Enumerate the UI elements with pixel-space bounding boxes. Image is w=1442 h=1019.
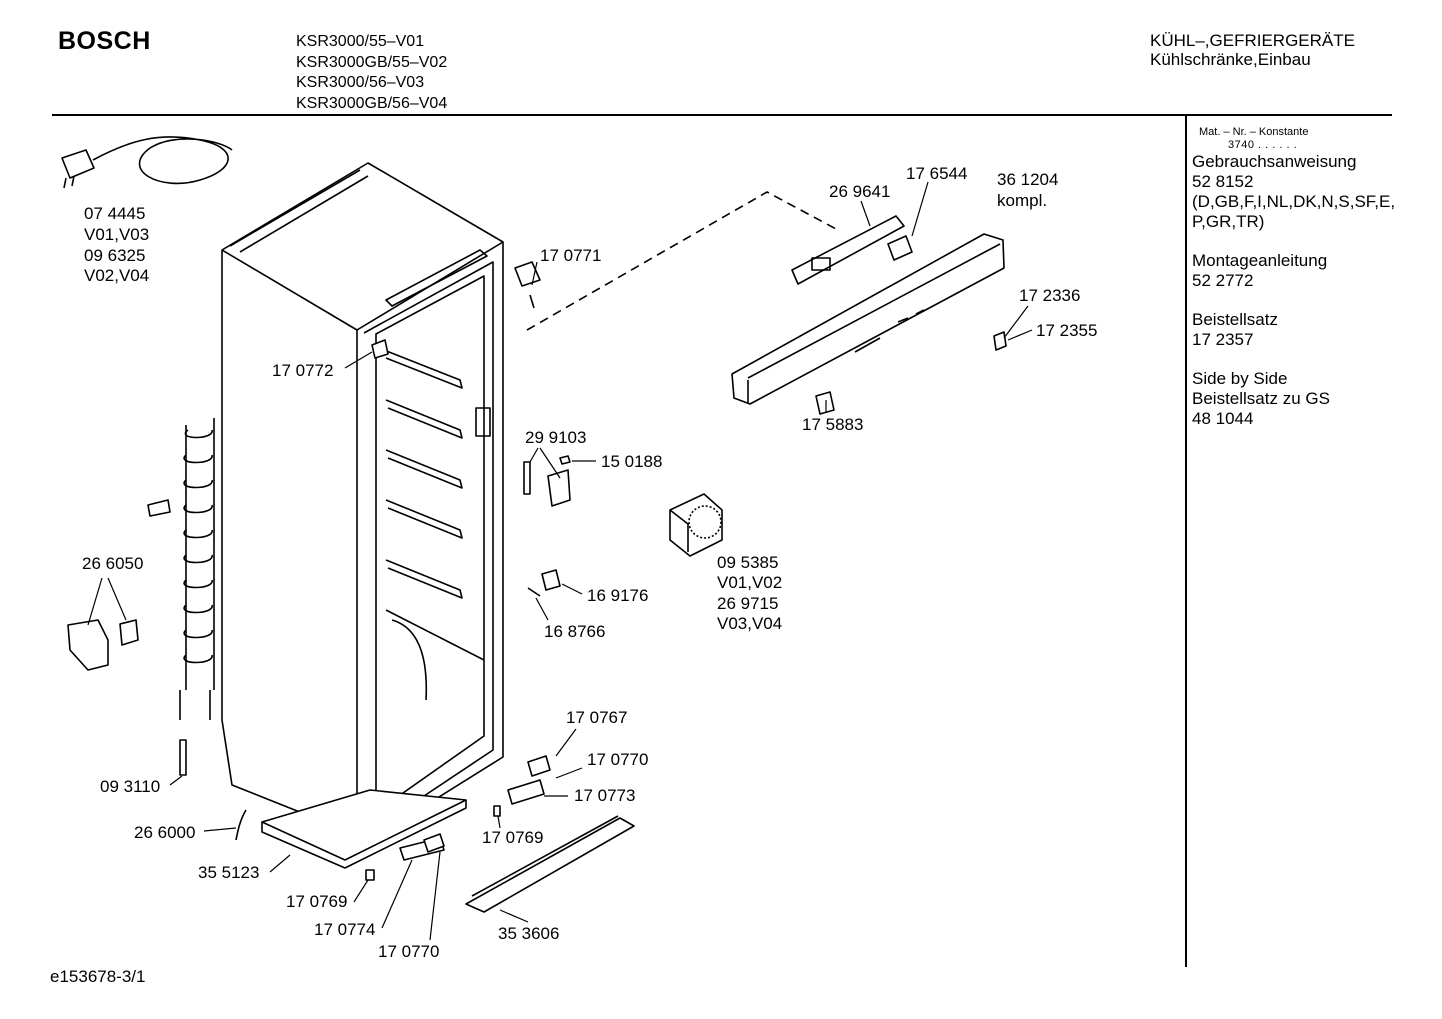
sidebar-block-line: 52 8152	[1192, 172, 1254, 191]
part-label: 09 3110	[100, 777, 160, 796]
part-label: 29 9103	[525, 428, 586, 447]
cabinet-drawing	[147, 162, 504, 869]
fan-drawing	[669, 493, 723, 557]
sidebar-block-line: Beistellsatz zu GS	[1192, 389, 1330, 408]
sidebar-block-line: 52 2772	[1192, 271, 1254, 290]
mat-value: 3740 . . . . . .	[1228, 139, 1298, 151]
sidebar-block-line: 48 1044	[1192, 409, 1254, 428]
drawing-id: e153678-3/1	[50, 967, 146, 986]
sidebar-block-line: (D,GB,F,I,NL,DK,N,S,SF,E,	[1192, 192, 1396, 211]
model-line: KSR3000GB/56–V04	[296, 94, 448, 112]
part-label: 16 8766	[544, 622, 605, 641]
part-label: 16 9176	[587, 586, 648, 605]
part-label: 26 6000	[134, 823, 195, 842]
part-label: 35 5123	[198, 863, 259, 882]
sidebar-block-kit: Beistellsatz 17 2357	[1192, 310, 1437, 350]
part-label: 17 0771	[540, 246, 601, 265]
category-line-1: KÜHL–,GEFRIERGERÄTE	[1150, 31, 1355, 50]
part-label: 17 0769	[286, 892, 347, 911]
part-label: 17 0770	[587, 750, 648, 769]
model-list: KSR3000/55–V01 KSR3000GB/55–V02 KSR3000/…	[296, 32, 447, 114]
sidebar-block-line: P,GR,TR)	[1192, 212, 1265, 231]
part-label: 17 6544	[906, 164, 967, 183]
sidebar-block-title: Side by Side	[1192, 369, 1288, 388]
part-label: V03,V04	[717, 614, 782, 633]
part-label: 17 0769	[482, 828, 543, 847]
part-label: V01,V02	[717, 573, 782, 592]
part-label: 17 2355	[1036, 321, 1097, 340]
sidebar-block-title: Beistellsatz	[1192, 310, 1278, 329]
power-cord-drawing	[61, 136, 233, 189]
model-line: KSR3000GB/55–V02	[296, 53, 448, 71]
part-label: 17 0774	[314, 920, 375, 939]
sidebar-block-line: 17 2357	[1192, 330, 1254, 349]
brand-logo: BOSCH	[58, 27, 151, 55]
sidebar-block-assembly: Montageanleitung 52 2772	[1192, 251, 1437, 291]
part-label: 17 0772	[272, 361, 333, 380]
part-label: 17 0767	[566, 708, 627, 727]
part-label: 26 9715	[717, 594, 778, 613]
part-label: kompl.	[997, 191, 1047, 210]
part-label: 07 4445	[84, 204, 145, 223]
sidebar-divider	[1185, 116, 1187, 967]
part-label: 09 5385	[717, 553, 778, 572]
part-label: 35 3606	[498, 924, 559, 943]
sidebar-block-title: Montageanleitung	[1192, 251, 1328, 270]
part-label: 17 0770	[378, 942, 439, 961]
part-label: V01,V03	[84, 225, 149, 244]
category-line-2: Kühlschränke,Einbau	[1150, 50, 1311, 69]
part-label: 09 6325	[84, 246, 145, 265]
header-divider	[52, 114, 1392, 116]
sidebar-block-manual: Gebrauchsanweisung 52 8152 (D,GB,F,I,NL,…	[1192, 152, 1437, 232]
part-label: V02,V04	[84, 266, 149, 285]
part-label: 36 1204	[997, 170, 1058, 189]
part-label: 17 2336	[1019, 286, 1080, 305]
model-line: KSR3000/56–V03	[296, 74, 425, 91]
part-label: 15 0188	[601, 452, 662, 471]
sidebar-block-title: Gebrauchsanweisung	[1192, 152, 1357, 171]
model-line: KSR3000/55–V01	[296, 33, 425, 50]
sidebar: Mat. – Nr. – Konstante 3740 . . . . . . …	[1192, 125, 1437, 429]
part-labels: 07 4445 V01,V03 09 6325 V02,V04 17 0771 …	[82, 164, 1097, 961]
part-label: 17 5883	[802, 415, 863, 434]
part-label: 17 0773	[574, 786, 635, 805]
category-heading: KÜHL–,GEFRIERGERÄTE Kühlschränke,Einbau	[1150, 31, 1355, 69]
sidebar-block-side-by-side: Side by Side Beistellsatz zu GS 48 1044	[1192, 369, 1437, 429]
part-label: 26 6050	[82, 554, 143, 573]
mat-label: Mat. – Nr. – Konstante	[1199, 126, 1309, 138]
part-label: 26 9641	[829, 182, 890, 201]
